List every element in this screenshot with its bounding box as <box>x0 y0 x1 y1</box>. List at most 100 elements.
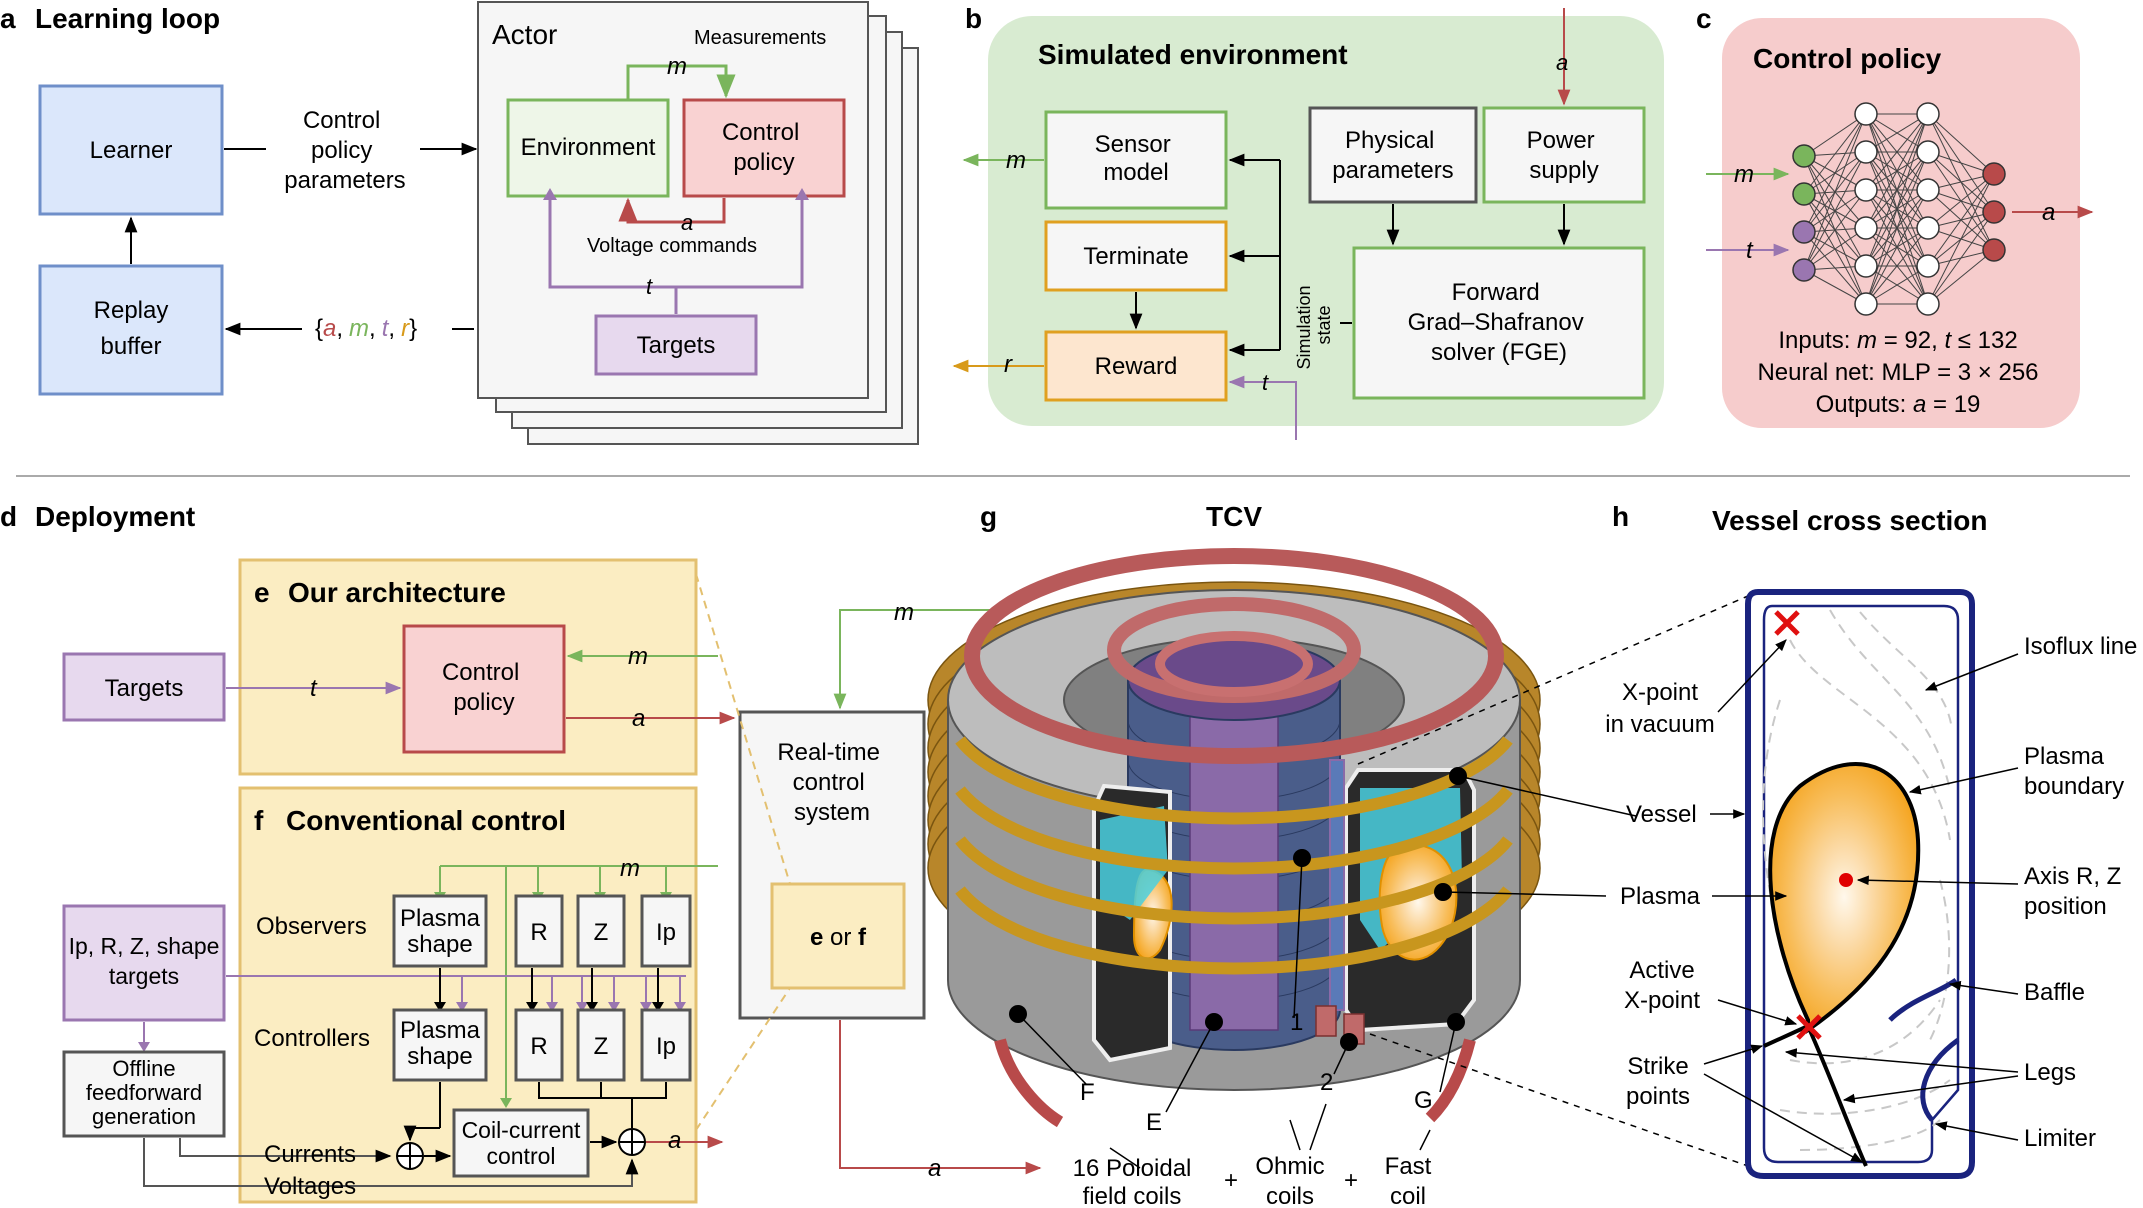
magnetic-axis <box>1839 873 1853 887</box>
limiter-shape <box>1920 1037 1960 1122</box>
panel-f-letter: f <box>254 805 264 836</box>
targets-label-a: Targets <box>637 332 716 359</box>
nn-node <box>1916 102 1940 126</box>
nn-node <box>1982 162 2006 186</box>
panel-g-letter: g <box>980 501 997 532</box>
bottom-coil-left <box>994 1038 1064 1128</box>
isoflux-label: Isoflux line <box>2024 633 2137 660</box>
r-observer <box>514 894 564 968</box>
nn-edge <box>1865 113 1929 305</box>
nn-edge <box>1803 151 1867 271</box>
z-controller <box>576 1008 626 1082</box>
dashed-link-bottom <box>695 987 791 1131</box>
control-policy-box-e <box>402 624 566 754</box>
neural-network <box>1792 102 2006 316</box>
controllers-label: Controllers <box>254 1025 370 1052</box>
nn-edge <box>1865 227 1929 305</box>
legs-label: Legs <box>2024 1059 2076 1086</box>
power-supply-label: Power supply <box>1527 127 1602 184</box>
m-label-f: m <box>620 855 640 882</box>
targets-box-f <box>62 904 226 1022</box>
e-or-f-box <box>770 882 906 990</box>
nn-edge <box>1865 113 1929 229</box>
xpoint-vacuum-leader <box>1717 639 1787 713</box>
t-label-a: t <box>646 274 653 299</box>
x-point-vacuum-marker <box>1774 610 1800 636</box>
voltages-label: Voltages <box>264 1173 356 1200</box>
nn-edge <box>1927 173 1995 305</box>
m-arrow-a <box>626 64 736 99</box>
panel-b-title: Simulated environment <box>1038 39 1348 70</box>
panel-e-letter: e <box>254 577 270 608</box>
a-label-rt: a <box>928 1155 941 1182</box>
m-label-c: m <box>1734 161 1754 188</box>
nn-edge <box>1927 173 1995 229</box>
m-label-a: m <box>667 53 687 80</box>
a-label-e: a <box>632 705 645 732</box>
nn-edge <box>1803 227 1867 271</box>
panel-a: a Learning loop Learner Replay buffer Co… <box>0 1 919 445</box>
environment-label: Environment <box>521 134 656 161</box>
nn-node <box>1982 238 2006 262</box>
vessel-inner-line <box>1762 604 1960 1164</box>
nn-edge <box>1803 113 1867 271</box>
fast-coil-column <box>1329 759 1345 1011</box>
neural-net-spec: Neural net: MLP = 3 × 256 <box>1757 359 2038 386</box>
nn-edge <box>1927 113 1995 175</box>
strike-leader-1 <box>1703 1044 1764 1065</box>
realtime-control-system: Real-time control system e or f m a <box>695 573 1042 1182</box>
callout-lines <box>1017 775 1637 1169</box>
strike-leader-2 <box>1703 1073 1864 1163</box>
nn-node <box>1854 178 1878 202</box>
outputs-spec: Outputs: a = 19 <box>1816 391 1981 418</box>
m-arrow-tcv-to-rt <box>833 609 1000 710</box>
label-e: E <box>1146 1109 1162 1136</box>
offline-feedforward-box <box>62 1050 226 1138</box>
measurements-label: Measurements <box>694 27 826 49</box>
plasma-boundary-leader <box>1908 767 2019 795</box>
tcv-illustration <box>927 548 1541 1128</box>
nn-node <box>1854 140 1878 164</box>
currents-label: Currents <box>264 1141 356 1168</box>
terminate-label: Terminate <box>1083 243 1188 270</box>
divertor-leg-right <box>1806 1025 1868 1167</box>
nn-node <box>1854 292 1878 316</box>
panel-h-letter: h <box>1612 501 1629 532</box>
panel-c-title: Control policy <box>1753 43 1942 74</box>
environment-box <box>506 98 670 198</box>
nn-edge <box>1803 113 1867 157</box>
panel-a-letter: a <box>0 3 16 34</box>
plasma-shape <box>1768 762 1921 1034</box>
m-bus-f <box>439 865 718 1100</box>
panel-c: c Control policy m t a Inputs: m = 92, t… <box>1696 3 2094 428</box>
vessel-outline <box>1745 589 1975 1179</box>
observers-label: Observers <box>256 913 367 940</box>
nn-edge <box>1803 189 1867 271</box>
top-ring-inner <box>1155 631 1313 697</box>
nn-node <box>1916 140 1940 164</box>
t-label-c: t <box>1746 237 1754 264</box>
t-label-e: t <box>310 675 318 702</box>
plus-2: + <box>1344 1167 1358 1194</box>
bottom-coil-block-1 <box>1315 1005 1337 1037</box>
ip-observer-label: Ip <box>656 919 676 946</box>
plasma-shape-controller <box>392 1008 488 1082</box>
nn-node <box>1916 216 1940 240</box>
panel-g: g TCV <box>927 501 1637 1208</box>
panel-c-letter: c <box>1696 3 1712 34</box>
nn-edge <box>1865 113 1929 267</box>
physical-parameters-label: Physical parameters <box>1332 127 1453 184</box>
observer-to-controller-lines <box>439 968 659 1004</box>
ip-observer <box>640 894 692 968</box>
a-arrow-rt-to-tcv <box>839 1020 1042 1175</box>
panel-g-title: TCV <box>1206 501 1262 532</box>
panel-b-letter: b <box>965 3 982 34</box>
legs-leader-1 <box>1784 1048 2019 1073</box>
panel-d: d Deployment e Our architecture Targets … <box>0 501 736 1204</box>
